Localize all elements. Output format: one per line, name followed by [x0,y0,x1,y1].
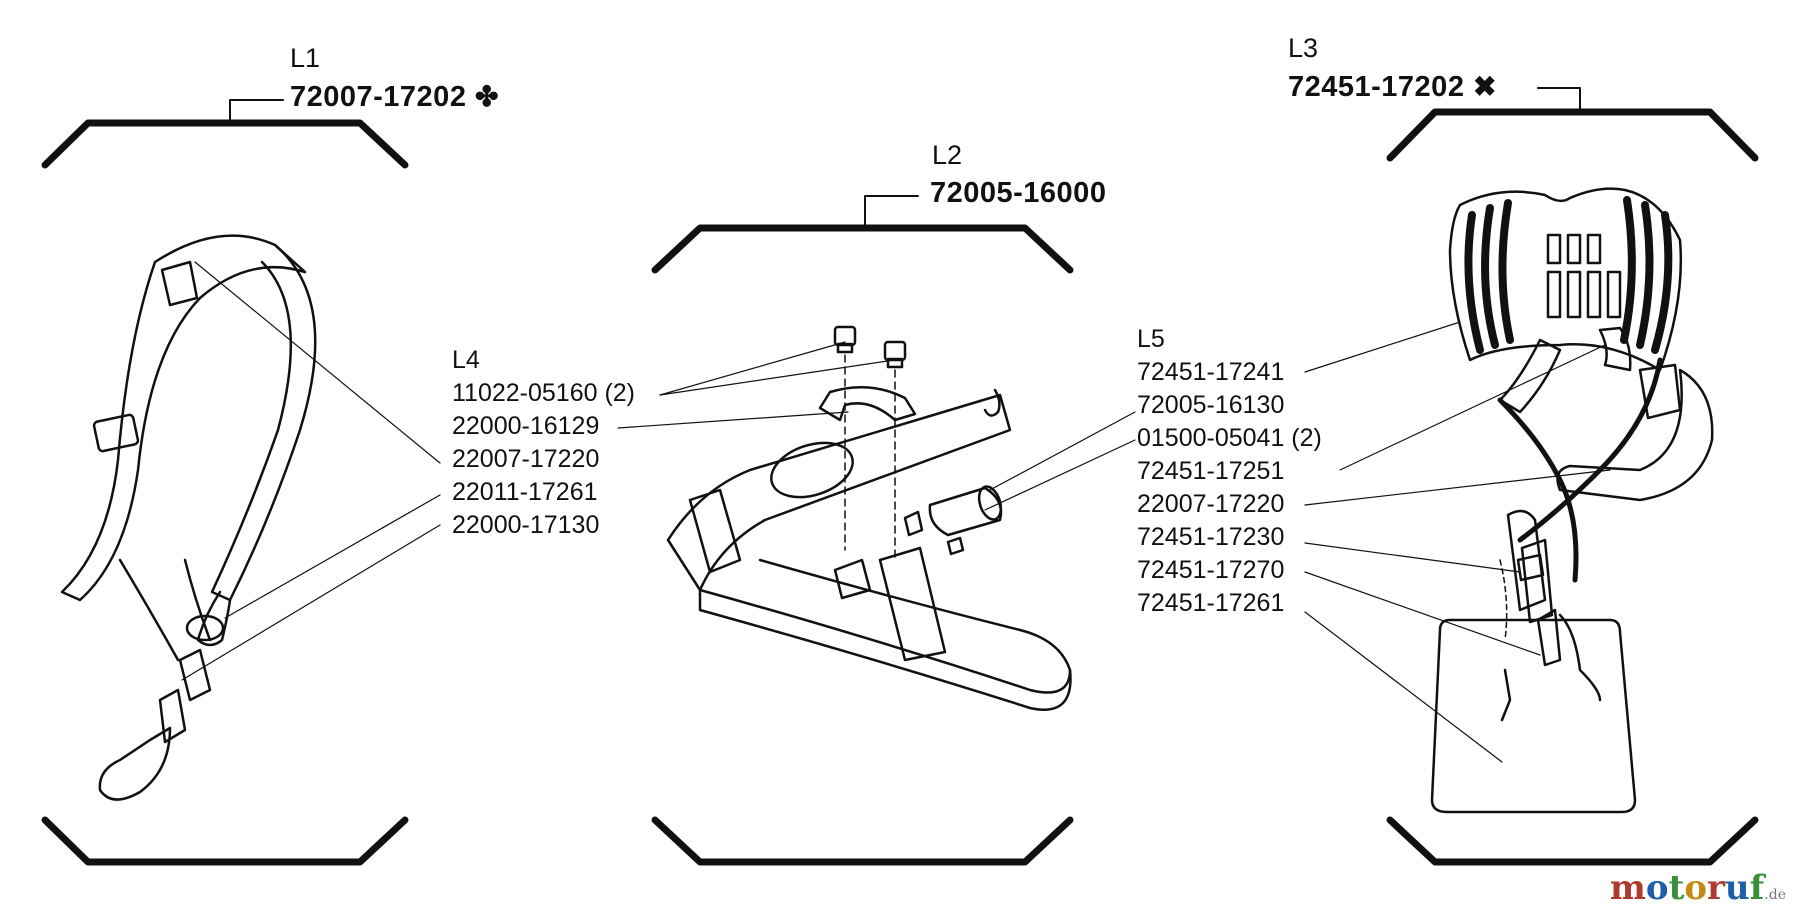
part-number: 22000-17130 [452,511,600,539]
part-number: 22011-17261 [452,478,598,506]
list-l5: L5 72451-17241 72005-16130 01500-05041 (… [1137,323,1322,620]
section-bracket-l2 [651,224,1074,866]
part-number: 22007-17220 [1137,490,1285,518]
list-l4-tag: L4 [452,346,480,374]
shoulder-strap-drawing [60,234,317,801]
watermark-logo: motoruf.de [1610,868,1786,908]
watermark-brand: motoruf [1609,868,1765,908]
part-number: 72451-17270 [1137,556,1285,584]
mount-bracket-drawing [666,325,1072,711]
kit-l3-tag: L3 [1288,33,1319,63]
section-bracket-l1 [41,119,409,866]
part-number: 72451-17261 [1137,589,1285,617]
kit-l1-code: 72007-17202 ✤ [290,80,499,114]
part-number: 72451-17241 [1137,358,1285,386]
part-number: 22000-16129 [452,412,600,440]
list-l4: L4 11022-05160 (2) 22000-16129 22007-172… [452,344,635,542]
part-number: 72005-16130 [1137,391,1285,419]
harness-drawing [1430,187,1714,814]
kit-l2-tag: L2 [932,140,963,170]
cross-symbol-icon: ✖ [1473,71,1497,102]
kit-l1-part-number: 72007-17202 [290,81,467,113]
leader-lines [181,261,1611,763]
kit-l3-part-number: 72451-17202 [1288,71,1465,103]
title-connector-l1 [229,99,284,124]
title-connector-l3 [1537,87,1581,113]
title-connector-l2 [864,195,919,229]
section-bracket-l3 [1386,108,1759,866]
kit-l3-code: 72451-17202 ✖ [1288,70,1497,104]
clover-symbol-icon: ✤ [475,81,499,112]
part-number: 72451-17230 [1137,523,1285,551]
part-number: 01500-05041 (2) [1137,424,1322,452]
kit-l2-code: 72005-16000 [930,177,1107,209]
part-number: 22007-17220 [452,445,600,473]
part-number: 72451-17251 [1137,457,1285,485]
list-l5-tag: L5 [1137,325,1165,353]
part-number: 11022-05160 (2) [452,379,636,407]
watermark-domain: .de [1764,887,1786,903]
kit-l1-tag: L1 [290,43,321,73]
